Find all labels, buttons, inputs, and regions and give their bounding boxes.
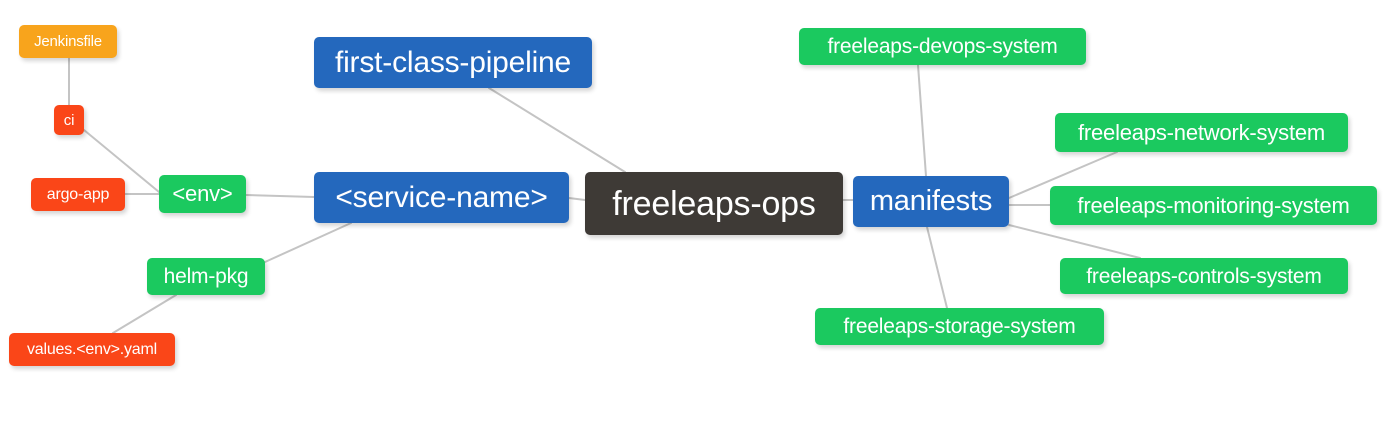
edge-firstclass-ops [488,87,626,173]
node-label-freeleaps-storage-system: freeleaps-storage-system [843,315,1076,338]
node-freeleaps-storage-system[interactable]: freeleaps-storage-system [815,308,1104,345]
node-freeleaps-network-system[interactable]: freeleaps-network-system [1055,113,1348,152]
node-manifests[interactable]: manifests [853,176,1009,227]
node-label-argo-app: argo-app [46,185,110,203]
node-label-jenkinsfile: Jenkinsfile [34,33,102,50]
edge-manifests-controls [1008,224,1141,259]
edge-helmpkg-servicename [264,222,352,263]
node-jenkinsfile[interactable]: Jenkinsfile [19,25,117,58]
node-label-freeleaps-controls-system: freeleaps-controls-system [1086,264,1322,288]
node-freeleaps-controls-system[interactable]: freeleaps-controls-system [1060,258,1348,294]
node-label-env: <env> [172,181,233,206]
node-values-env-yaml[interactable]: values.<env>.yaml [9,333,175,366]
node-label-values-env-yaml: values.<env>.yaml [26,340,157,358]
edge-servicename-ops [568,197,586,201]
node-first-class-pipeline[interactable]: first-class-pipeline [314,37,592,88]
node-helm-pkg[interactable]: helm-pkg [147,258,265,295]
node-label-manifests: manifests [869,185,993,217]
node-freeleaps-ops[interactable]: freeleaps-ops [585,172,843,235]
node-label-freeleaps-devops-system: freeleaps-devops-system [827,35,1058,58]
node-freeleaps-devops-system[interactable]: freeleaps-devops-system [799,28,1086,65]
edge-env-servicename [245,194,315,198]
edge-values-helmpkg [112,294,177,334]
node-label-first-class-pipeline: first-class-pipeline [334,45,572,79]
node-label-service-name: <service-name> [335,180,548,214]
node-env[interactable]: <env> [159,175,246,213]
node-label-freeleaps-monitoring-system: freeleaps-monitoring-system [1077,192,1350,218]
node-service-name[interactable]: <service-name> [314,172,569,223]
node-freeleaps-monitoring-system[interactable]: freeleaps-monitoring-system [1050,186,1377,225]
node-label-helm-pkg: helm-pkg [163,265,249,288]
node-ci[interactable]: ci [54,105,84,135]
edge-manifests-devops [917,64,927,177]
node-label-freeleaps-network-system: freeleaps-network-system [1077,119,1326,145]
node-label-freeleaps-ops: freeleaps-ops [612,184,816,223]
node-label-ci: ci [63,111,75,129]
edge-manifests-storage [926,226,948,309]
node-argo-app[interactable]: argo-app [31,178,125,211]
